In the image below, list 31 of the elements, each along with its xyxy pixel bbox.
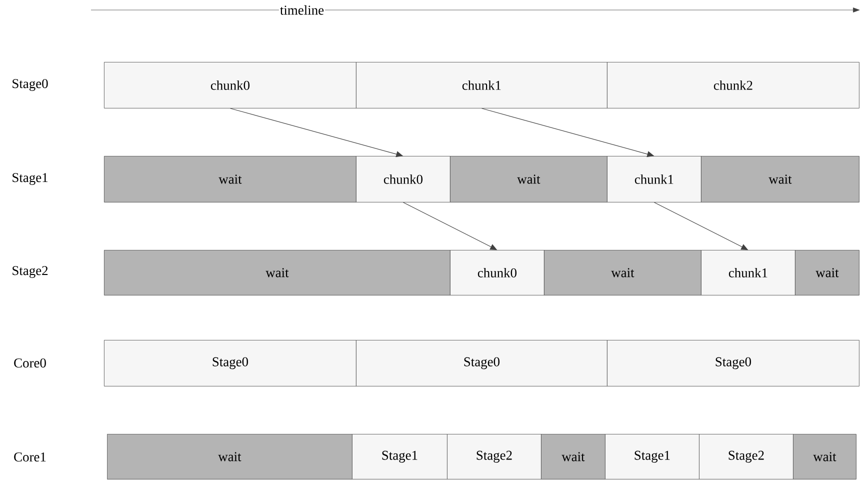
- chunk-cell: chunk0: [450, 250, 544, 296]
- chunk-cell: Stage0: [607, 340, 860, 386]
- wait-cell: wait: [107, 434, 352, 480]
- node-label: Stage2: [728, 450, 764, 463]
- wait-cell: wait: [701, 156, 860, 202]
- chunk-cell: Stage1: [605, 434, 700, 480]
- wait-cell: wait: [450, 156, 608, 202]
- chunk-cell: Stage0: [356, 340, 608, 386]
- chunk-cell: Stage0: [104, 340, 356, 386]
- wait-cell: wait: [544, 250, 702, 296]
- row-label: Core1: [14, 452, 46, 462]
- chunk-cell: chunk1: [701, 250, 796, 296]
- wait-cell: wait: [795, 250, 860, 296]
- axis-label: timeline: [278, 4, 326, 16]
- chunk-cell: chunk2: [607, 62, 860, 108]
- row-label: Core0: [14, 358, 46, 368]
- chunk-cell: Stage2: [447, 434, 542, 480]
- chunk-cell: chunk0: [356, 156, 450, 202]
- chunk-cell: chunk1: [356, 62, 608, 108]
- wait-cell: wait: [793, 434, 856, 480]
- chunk-cell: Stage2: [699, 434, 794, 480]
- wait-cell: wait: [104, 250, 450, 296]
- row-label: Stage1: [12, 173, 48, 185]
- wait-cell: wait: [541, 434, 606, 480]
- node-label: Stage2: [476, 450, 512, 463]
- chunk-cell: chunk0: [104, 62, 356, 108]
- wait-cell: wait: [104, 156, 356, 202]
- row-label: Stage0: [12, 79, 48, 91]
- chunk-cell: chunk1: [607, 156, 702, 202]
- chunk-cell: Stage1: [352, 434, 448, 480]
- row-label: Stage2: [12, 266, 48, 278]
